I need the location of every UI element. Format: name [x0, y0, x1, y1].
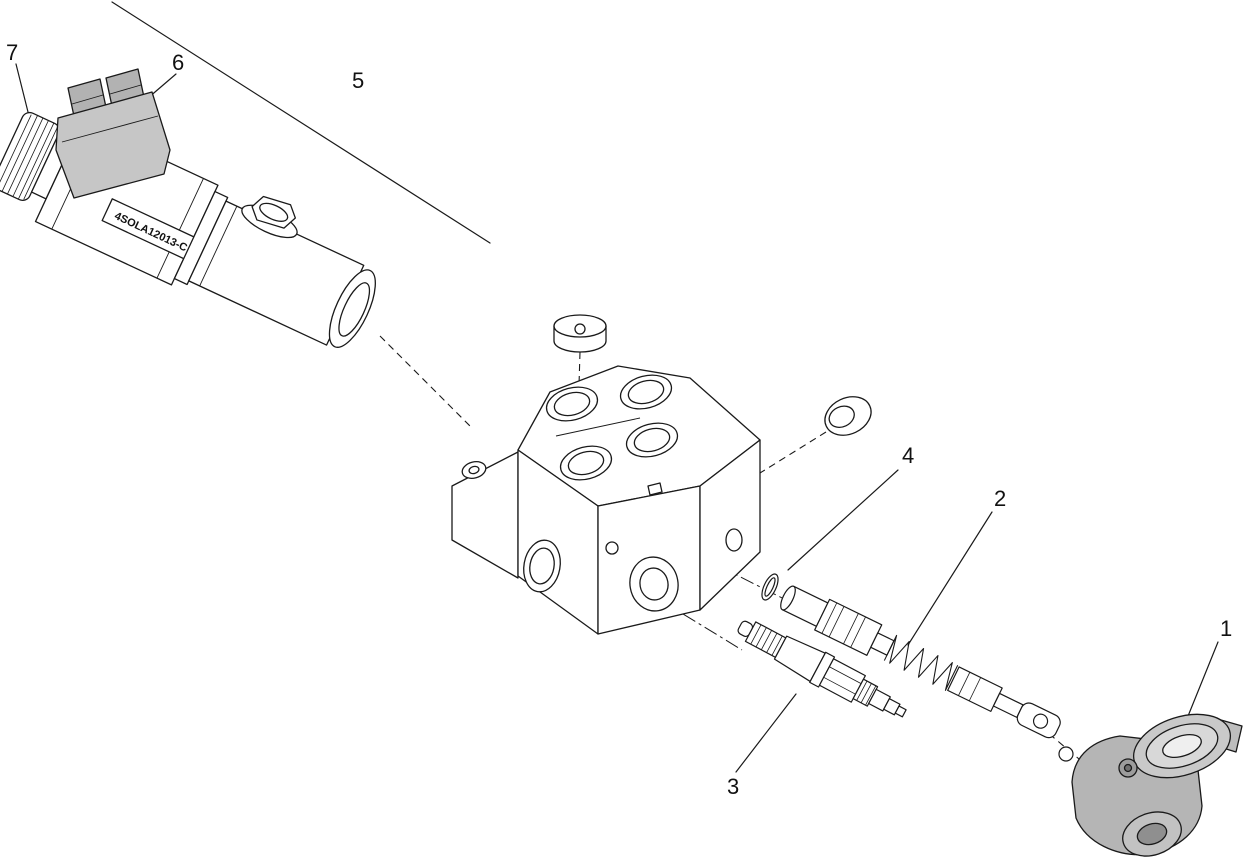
spool-spring-assembly-part-2 [780, 585, 1061, 739]
valve-manifold-block [451, 365, 761, 635]
valve-cavity-ring [328, 269, 376, 348]
callout-5-leader [111, 1, 491, 244]
callout-4: 4 [902, 443, 914, 468]
connector-housing [55, 91, 171, 199]
right-face-hole [725, 528, 743, 552]
callout-1-leader [1183, 641, 1219, 727]
top-cap-plug [553, 314, 607, 353]
hex-plug [241, 195, 298, 239]
callout-4-leader [787, 469, 899, 571]
o-ring-part-4 [761, 573, 779, 601]
top-port [545, 386, 599, 422]
callout-3-leader [735, 693, 797, 773]
electrical-connector-part-6 [55, 68, 171, 199]
callout-2: 2 [994, 486, 1006, 511]
front-pin-hole [605, 541, 619, 555]
callout-6: 6 [172, 50, 184, 75]
detent-ball [1058, 746, 1074, 762]
block-right-face [699, 439, 761, 611]
callout-5: 5 [352, 68, 364, 93]
top-port [625, 422, 679, 458]
mounting-wing [451, 451, 519, 579]
callout-1: 1 [1220, 616, 1232, 641]
cartridge-valve-part-3 [737, 620, 907, 718]
top-boss [647, 482, 663, 496]
top-port [619, 374, 673, 410]
callout-7-leader [15, 63, 29, 113]
callout-3: 3 [727, 774, 739, 799]
callout-7: 7 [6, 40, 18, 65]
front-cavity [629, 556, 679, 612]
valve-tube-body [173, 190, 376, 348]
top-port [559, 445, 613, 481]
callout-2-leader [907, 511, 993, 646]
side-cavity [523, 539, 561, 593]
elbow-fitting-part-1 [1071, 713, 1243, 857]
callout-labels: 7 6 5 4 2 1 3 [6, 40, 1232, 799]
solenoid-valve-assembly-part-5: 4SOLA12013-C [0, 111, 376, 348]
side-plug [824, 396, 872, 436]
callout-leader-lines [15, 1, 1219, 773]
spring [883, 634, 959, 691]
